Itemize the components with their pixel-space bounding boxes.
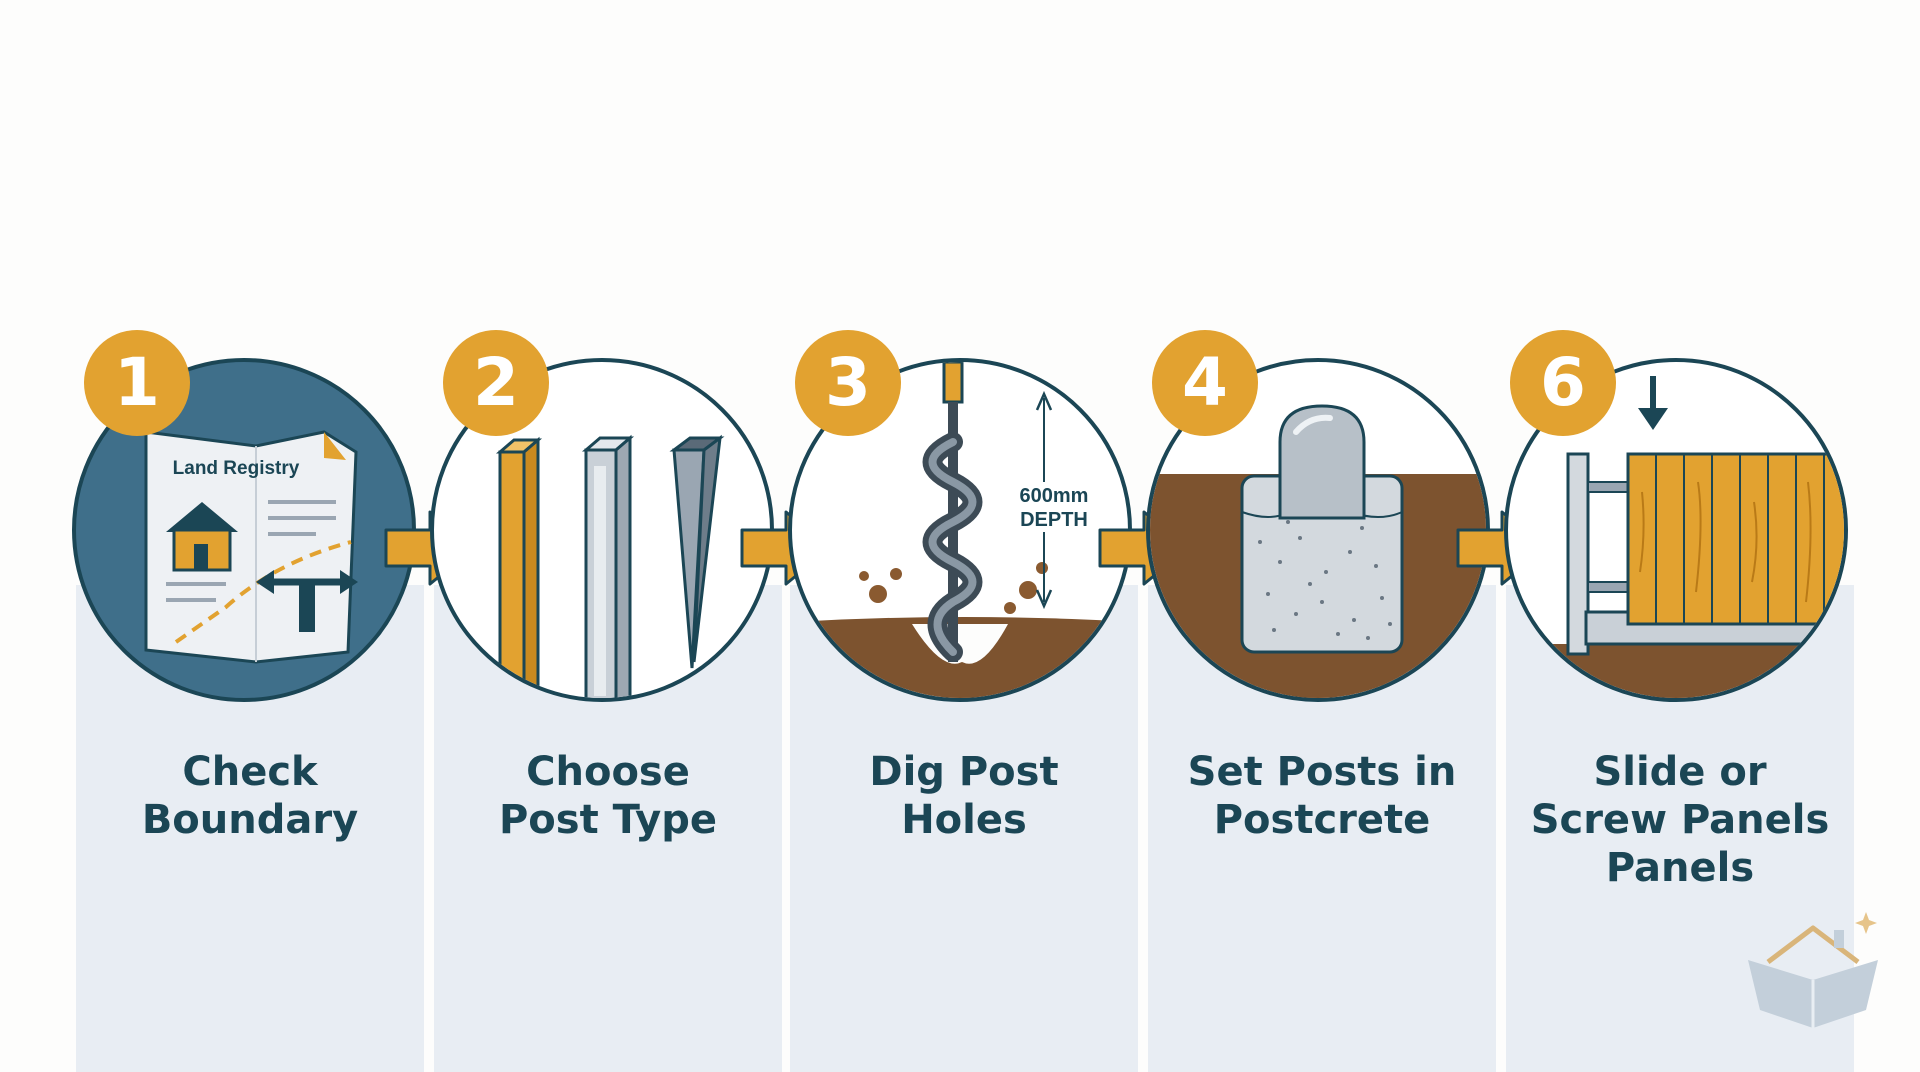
depth-arrow-icon <box>1010 390 1096 610</box>
step-1-badge: 1 <box>84 330 190 436</box>
land-registry-label: Land Registry <box>173 458 300 479</box>
auger-icon <box>922 362 983 662</box>
book-house-logo-icon <box>1748 912 1878 1028</box>
step-1-illustration: Land Registry <box>72 358 416 702</box>
fence-post-icon <box>1566 452 1629 656</box>
house-icon <box>166 502 238 572</box>
timber-post-icon <box>495 436 543 698</box>
concrete-post-icon <box>581 434 635 698</box>
post-top-icon <box>1278 404 1366 520</box>
step-3-label: Dig Post Holes <box>869 749 1059 843</box>
step-5-label: Slide or Screw Panels Panels <box>1530 749 1830 891</box>
step-4-label: Set Posts in Postcrete <box>1187 749 1457 843</box>
metal-spike-icon <box>669 434 725 669</box>
depth-word-label: DEPTH <box>1020 509 1088 531</box>
step-1-label: Check Boundary <box>141 749 359 843</box>
postcrete-texture <box>1258 520 1392 640</box>
fence-panel-icon <box>1626 452 1844 626</box>
step-2-label: Choose Post Type <box>498 749 718 843</box>
boundary-arrows-icon <box>256 570 358 632</box>
step-4-badge: 4 <box>1152 330 1258 436</box>
step-2-badge: 2 <box>443 330 549 436</box>
soil-splash-icon <box>859 562 1048 614</box>
step-5-badge: 6 <box>1510 330 1616 436</box>
down-arrow-icon <box>1638 376 1668 430</box>
step-3-badge: 3 <box>795 330 901 436</box>
depth-value-label: 600mm <box>1020 485 1089 507</box>
